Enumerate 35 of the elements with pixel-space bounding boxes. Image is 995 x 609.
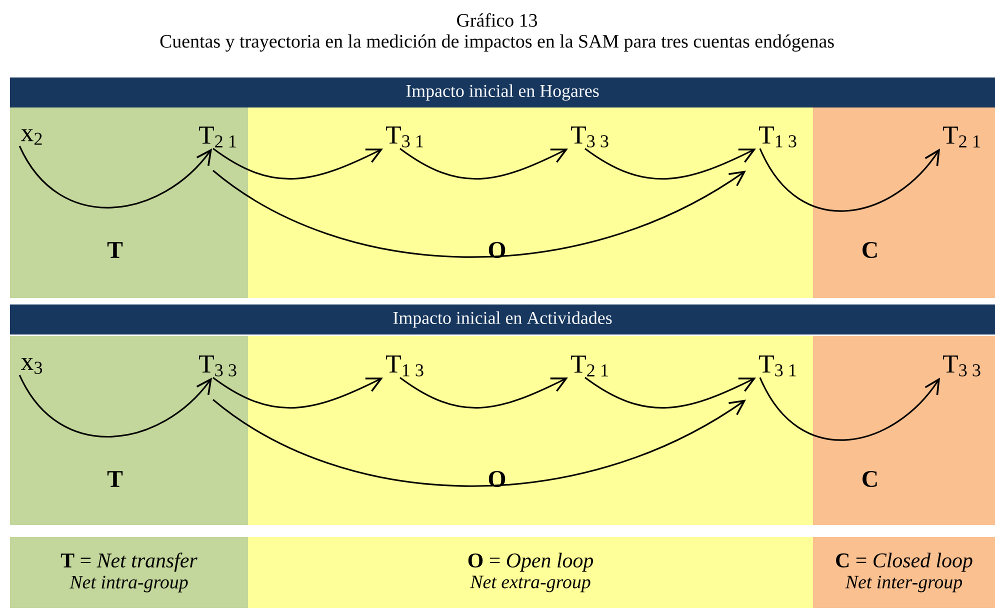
legend-panel: C = Closed loop Net inter-group [813,537,995,608]
curved-arrow [400,376,568,409]
term-label: T$_{3 3}$ [198,356,236,376]
curved-arrow [212,170,746,258]
term-label: T$_{3 3}$ [942,356,980,376]
loop-letter: C [862,242,877,258]
term-label: T$_{2 1}$ [942,126,980,148]
curved-arrow [18,146,212,208]
curved-arrow [759,377,940,441]
term-label: T$_{3 1}$ [758,356,796,376]
banner: Impacto inicial en Hogares [10,78,995,108]
loop-letter: C [862,470,877,488]
curved-arrow [759,148,940,212]
loop-letter: T [107,242,123,258]
curved-arrow [400,148,568,180]
term-label: x$_{3}$ [20,358,42,374]
term-label: T$_{3 3}$ [570,126,608,148]
term-label: T$_{3 1}$ [386,126,423,148]
term-label: x$_{2}$ [20,129,42,145]
title: Gráfico 13 [457,13,537,27]
curved-arrow [584,148,756,180]
curved-arrow [584,376,756,408]
curved-arrow [212,148,383,180]
subtitle: Cuentas y trayectoria en la medición de impactos en la SAM para tres cuentas endógenas [160,34,834,52]
loop-letter: T [107,471,123,487]
term-label: T$_{2 1}$ [570,356,608,376]
legend-panel: O = Open loop Net extra-group [248,537,813,608]
legend-panel: T = Net transfer Net intra-group [10,537,248,608]
banner: Impacto inicial en Actividades [10,304,995,334]
term-label: T$_{1 3}$ [386,356,424,376]
term-label: T$_{2 1}$ [198,126,236,148]
curved-arrow [212,376,383,409]
curved-arrow [18,374,212,438]
curved-arrow [212,398,746,487]
term-label: T$_{1 3}$ [758,126,796,148]
